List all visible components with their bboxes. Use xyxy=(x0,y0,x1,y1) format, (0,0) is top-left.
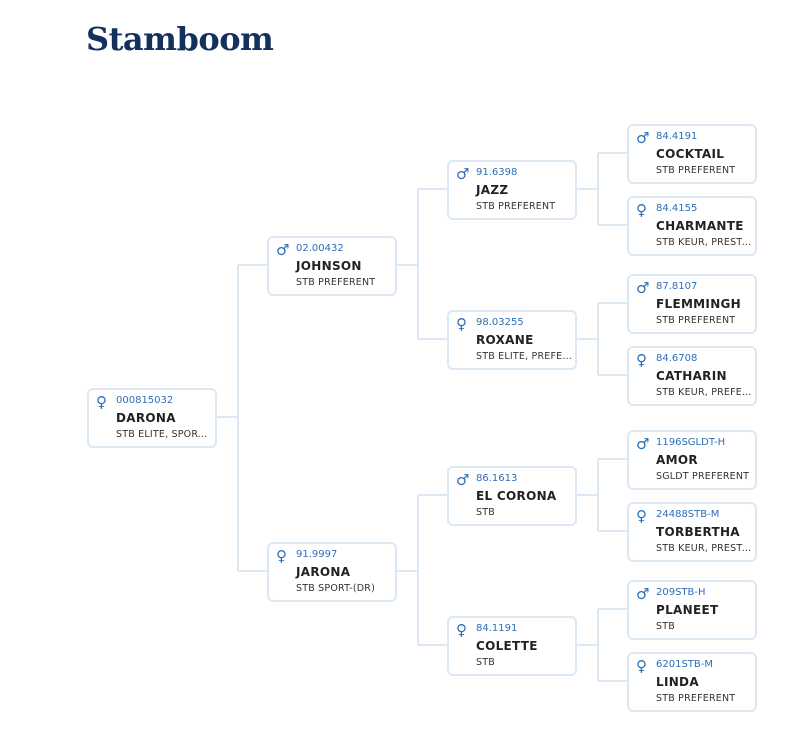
horse-predicate: STB PREFERENT xyxy=(656,165,736,176)
registration-number: 84.4155 xyxy=(656,203,698,214)
horse-card-cocktail[interactable]: ♂ 84.4191 COCKTAIL STB PREFERENT xyxy=(627,124,757,184)
registration-number: 000815032 xyxy=(116,395,174,406)
horse-name: JAZZ xyxy=(476,183,509,197)
horse-predicate: STB PREFERENT xyxy=(296,277,376,288)
horse-name: CATHARIN xyxy=(656,369,727,383)
horse-name: EL CORONA xyxy=(476,489,557,503)
horse-card-amor[interactable]: ♂ 1196SGLDT-H AMOR SGLDT PREFERENT xyxy=(627,430,757,490)
horse-name: TORBERTHA xyxy=(656,525,740,539)
horse-card-el-corona[interactable]: ♂ 86.1613 EL CORONA STB xyxy=(447,466,577,526)
horse-card-colette[interactable]: ♀ 84.1191 COLETTE STB xyxy=(447,616,577,676)
registration-number: 91.6398 xyxy=(476,167,518,178)
registration-number: 84.4191 xyxy=(656,131,698,142)
female-icon: ♀ xyxy=(636,201,647,219)
male-icon: ♂ xyxy=(636,435,650,453)
horse-predicate: STB PREFERENT xyxy=(656,315,736,326)
registration-number: 02.00432 xyxy=(296,243,344,254)
horse-predicate: STB KEUR, PREFERENT xyxy=(656,387,752,398)
male-icon: ♂ xyxy=(636,585,650,603)
female-icon: ♀ xyxy=(276,547,287,565)
horse-predicate: STB xyxy=(476,657,495,668)
horse-name: LINDA xyxy=(656,675,699,689)
horse-card-johnson[interactable]: ♂ 02.00432 JOHNSON STB PREFERENT xyxy=(267,236,397,296)
male-icon: ♂ xyxy=(636,129,650,147)
horse-card-torbertha[interactable]: ♀ 24488STB-M TORBERTHA STB KEUR, PRESTAT… xyxy=(627,502,757,562)
male-icon: ♂ xyxy=(636,279,650,297)
horse-card-darona[interactable]: ♀ 000815032 DARONA STB ELITE, SPORT-(DR) xyxy=(87,388,217,448)
horse-name: PLANEET xyxy=(656,603,719,617)
registration-number: 84.6708 xyxy=(656,353,698,364)
female-icon: ♀ xyxy=(96,393,107,411)
female-icon: ♀ xyxy=(456,621,467,639)
registration-number: 1196SGLDT-H xyxy=(656,437,726,448)
registration-number: 209STB-H xyxy=(656,587,706,598)
horse-predicate: SGLDT PREFERENT xyxy=(656,471,750,482)
horse-name: ROXANE xyxy=(476,333,534,347)
horse-predicate: STB ELITE, SPORT-(DR) xyxy=(116,429,212,440)
horse-card-catharin[interactable]: ♀ 84.6708 CATHARIN STB KEUR, PREFERENT xyxy=(627,346,757,406)
registration-number: 98.03255 xyxy=(476,317,524,328)
horse-name: COCKTAIL xyxy=(656,147,725,161)
registration-number: 6201STB-M xyxy=(656,659,714,670)
horse-predicate: STB PREFERENT xyxy=(656,693,736,704)
female-icon: ♀ xyxy=(636,351,647,369)
horse-predicate: STB PREFERENT xyxy=(476,201,556,212)
horse-predicate: STB xyxy=(656,621,675,632)
female-icon: ♀ xyxy=(456,315,467,333)
horse-card-jazz[interactable]: ♂ 91.6398 JAZZ STB PREFERENT xyxy=(447,160,577,220)
horse-name: COLETTE xyxy=(476,639,538,653)
female-icon: ♀ xyxy=(636,507,647,525)
female-icon: ♀ xyxy=(636,657,647,675)
horse-card-planeet[interactable]: ♂ 209STB-H PLANEET STB xyxy=(627,580,757,640)
male-icon: ♂ xyxy=(276,241,290,259)
horse-card-roxane[interactable]: ♀ 98.03255 ROXANE STB ELITE, PREFERENT xyxy=(447,310,577,370)
horse-name: CHARMANTE xyxy=(656,219,744,233)
male-icon: ♂ xyxy=(456,165,470,183)
horse-name: JARONA xyxy=(296,565,351,579)
horse-card-charmante[interactable]: ♀ 84.4155 CHARMANTE STB KEUR, PRESTATIE xyxy=(627,196,757,256)
horse-card-jarona[interactable]: ♀ 91.9997 JARONA STB SPORT-(DR) xyxy=(267,542,397,602)
registration-number: 24488STB-M xyxy=(656,509,720,520)
horse-card-linda[interactable]: ♀ 6201STB-M LINDA STB PREFERENT xyxy=(627,652,757,712)
page-title: Stamboom xyxy=(86,20,274,58)
male-icon: ♂ xyxy=(456,471,470,489)
horse-predicate: STB xyxy=(476,507,495,518)
horse-predicate: STB KEUR, PRESTATIE xyxy=(656,237,752,248)
registration-number: 91.9997 xyxy=(296,549,338,560)
horse-name: DARONA xyxy=(116,411,176,425)
horse-predicate: STB SPORT-(DR) xyxy=(296,583,376,594)
horse-name: JOHNSON xyxy=(296,259,362,273)
horse-predicate: STB ELITE, PREFERENT xyxy=(476,351,572,362)
horse-name: FLEMMINGH xyxy=(656,297,742,311)
registration-number: 84.1191 xyxy=(476,623,518,634)
horse-predicate: STB KEUR, PRESTATIE xyxy=(656,543,752,554)
registration-number: 87.8107 xyxy=(656,281,698,292)
horse-card-flemmingh[interactable]: ♂ 87.8107 FLEMMINGH STB PREFERENT xyxy=(627,274,757,334)
registration-number: 86.1613 xyxy=(476,473,518,484)
horse-name: AMOR xyxy=(656,453,698,467)
